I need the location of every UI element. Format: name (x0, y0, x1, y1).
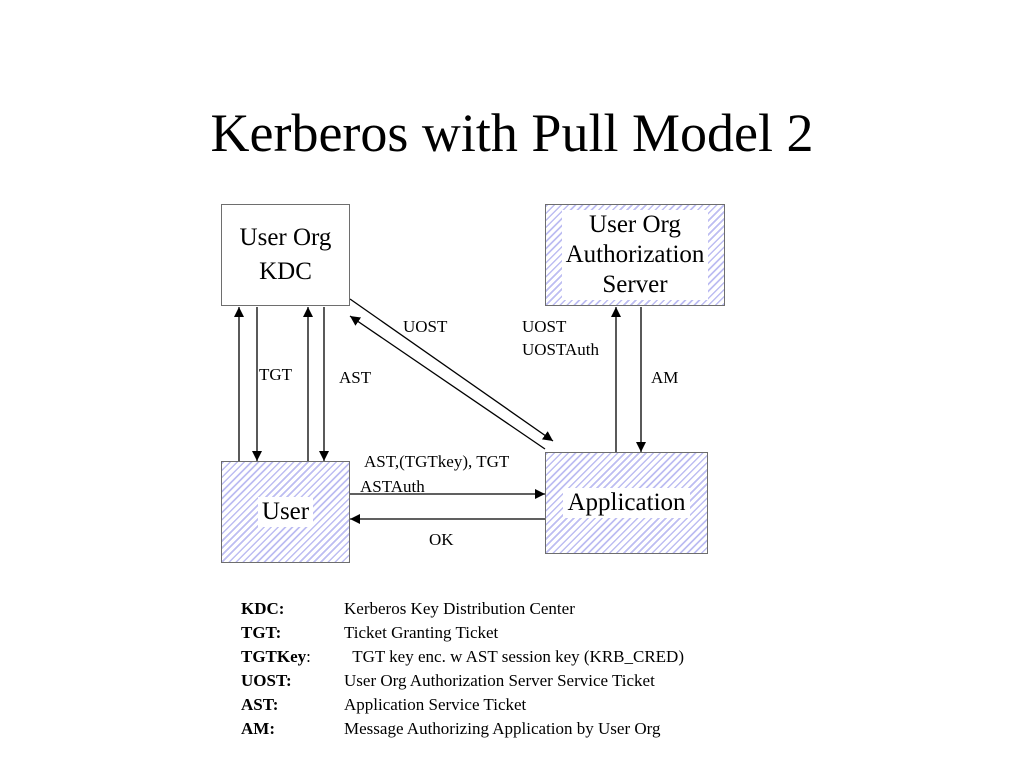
edge-label-ast-tgtkey-tgt: AST,(TGTkey), TGT (364, 452, 510, 471)
arrow-application-to-kdc (349, 315, 546, 450)
node-user-org-kdc: User Org KDC (221, 204, 350, 306)
node-user-label: User (257, 497, 314, 527)
legend-description: Application Service Ticket (344, 695, 527, 714)
legend: KDC: Kerberos Key Distribution Center TG… (241, 597, 684, 741)
node-user-org-authorization-server: User Org Authorization Server (545, 204, 725, 306)
legend-term: AST: (241, 695, 279, 714)
edge-label-ast: AST (339, 368, 372, 387)
edge-label-uostauth: UOSTAuth (522, 340, 600, 359)
legend-term: UOST: (241, 671, 292, 690)
edge-label-ok: OK (429, 530, 454, 549)
legend-term: TGTKey (241, 647, 307, 666)
edge-label-am: AM (651, 368, 679, 387)
slide-title: Kerberos with Pull Model 2 (210, 103, 814, 163)
node-auth-server-label: User Org Authorization Server (561, 210, 709, 300)
edge-label-astauth: ASTAuth (360, 477, 425, 496)
legend-row: KDC: Kerberos Key Distribution Center (241, 597, 684, 621)
legend-row: TGT: Ticket Granting Ticket (241, 621, 684, 645)
legend-row: AM: Message Authorizing Application by U… (241, 717, 684, 741)
legend-row: TGTKey: TGT key enc. w AST session key (… (241, 645, 684, 669)
legend-description: User Org Authorization Server Service Ti… (344, 671, 655, 690)
legend-term: TGT: (241, 623, 282, 642)
legend-term: AM: (241, 719, 275, 738)
node-kdc-label: User Org KDC (239, 224, 332, 285)
legend-term: KDC: (241, 599, 285, 618)
legend-term-colon: : (306, 647, 311, 666)
legend-description: Ticket Granting Ticket (344, 623, 499, 642)
arrow-kdc-to-application (349, 298, 554, 442)
legend-row: UOST: User Org Authorization Server Serv… (241, 669, 684, 693)
legend-description: TGT key enc. w AST session key (KRB_CRED… (344, 647, 684, 666)
legend-row: AST: Application Service Ticket (241, 693, 684, 717)
node-user: User (221, 461, 350, 563)
node-application: Application (545, 452, 708, 554)
edge-label-tgt: TGT (259, 365, 293, 384)
node-application-label: Application (563, 488, 690, 518)
edge-label-uost-left: UOST (403, 317, 448, 336)
edge-label-uost-right: UOST (522, 317, 567, 336)
legend-description: Message Authorizing Application by User … (344, 719, 661, 738)
legend-description: Kerberos Key Distribution Center (344, 599, 575, 618)
